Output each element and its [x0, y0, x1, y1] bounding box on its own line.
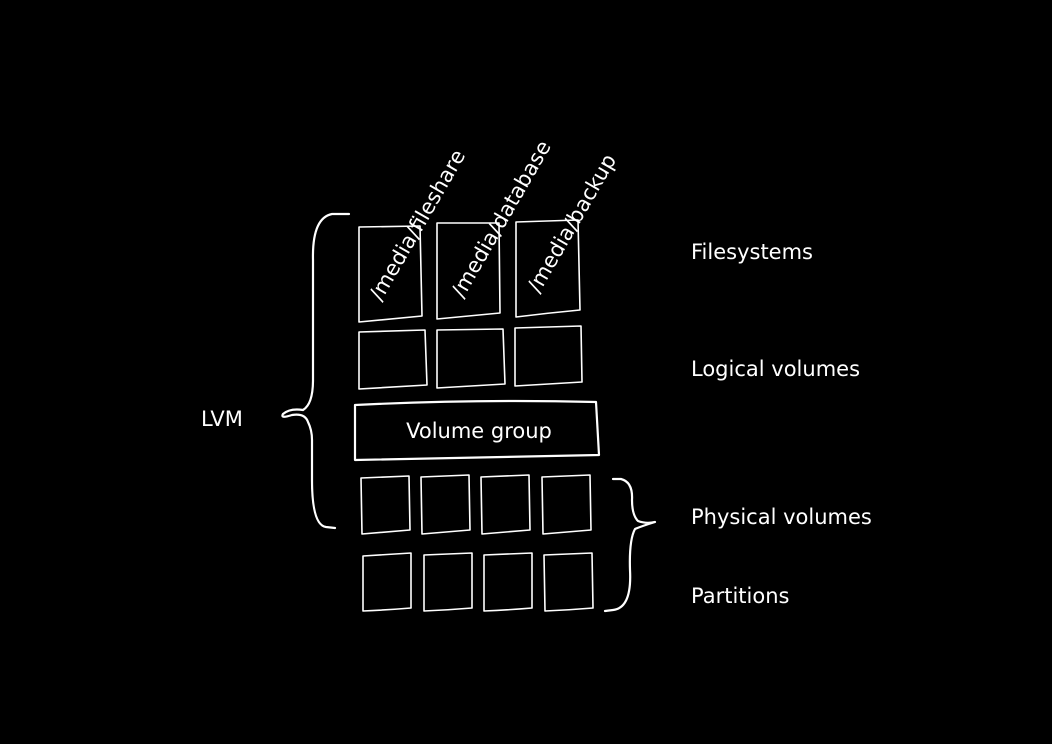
filesystem-box: [358, 225, 423, 323]
physical-volume-box: [360, 475, 411, 535]
layer-label-partitions: Partitions: [691, 584, 789, 608]
physical-volumes-brace: [603, 477, 657, 613]
layer-label-physical-volumes: Physical volumes: [691, 505, 872, 529]
physical-volume-box: [480, 474, 531, 535]
layer-label-filesystems: Filesystems: [691, 240, 813, 264]
filesystem-boxes: [358, 219, 581, 323]
partition-box: [423, 552, 473, 612]
layer-label-logical-volumes: Logical volumes: [691, 357, 860, 381]
volume-group-box: [353, 399, 601, 462]
logical-volume-box: [436, 328, 506, 389]
filesystem-labels: /media/fileshare /media/database /media/…: [365, 136, 622, 304]
lvm-label: LVM: [201, 407, 243, 431]
lvm-brace: [281, 212, 351, 530]
filesystem-box: [515, 219, 581, 318]
logical-volume-box: [358, 329, 428, 390]
logical-volume-box: [514, 325, 583, 387]
filesystem-box: [436, 222, 501, 320]
partition-box: [543, 552, 594, 612]
volume-group-label: Volume group: [406, 419, 552, 443]
partition-box: [362, 552, 412, 612]
layer-labels: Filesystems Logical volumes Physical vol…: [691, 240, 872, 608]
physical-volume-box: [420, 474, 471, 535]
physical-volume-boxes: [360, 474, 592, 535]
logical-volume-boxes: [358, 325, 583, 390]
partition-boxes: [362, 552, 594, 612]
physical-volume-box: [541, 474, 592, 535]
partition-box: [483, 552, 533, 612]
